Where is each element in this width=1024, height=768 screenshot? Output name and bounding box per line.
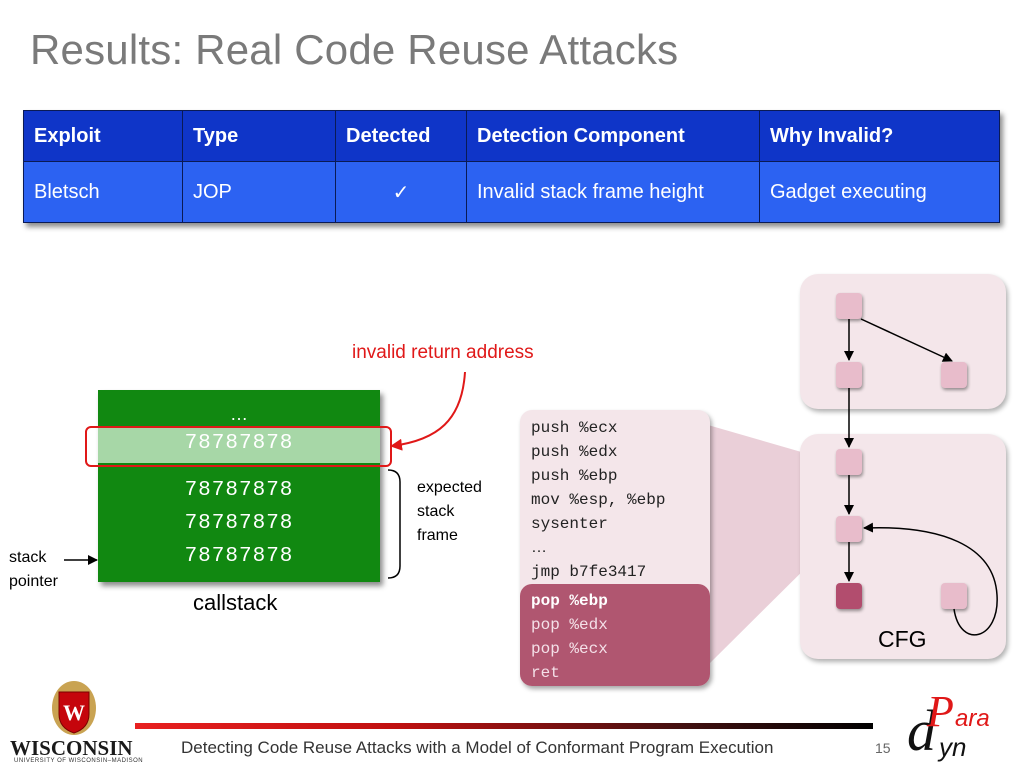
callstack-entry: 78787878 <box>184 512 294 535</box>
wisconsin-logo-text: WISCONSIN <box>10 736 133 760</box>
expected-stack-frame-label: expected stack frame <box>417 479 482 544</box>
gadget-line: pop %edx <box>531 616 608 634</box>
svg-text:W: W <box>63 700 85 725</box>
callstack-invalid-entry: 78787878 <box>184 432 294 455</box>
slide-title: Results: Real Code Reuse Attacks <box>30 26 679 73</box>
header-detected: Detected <box>335 110 467 162</box>
callstack-entry: 78787878 <box>184 479 294 502</box>
header-exploit: Exploit <box>23 110 183 162</box>
cfg-node <box>836 449 862 475</box>
cfg-node <box>836 293 862 319</box>
table-header-row: Exploit Type Detected Detection Componen… <box>23 110 1000 162</box>
wisconsin-crest-icon: W <box>52 681 96 735</box>
wisconsin-logo-subtext: UNIVERSITY OF WISCONSIN–MADISON <box>14 758 144 764</box>
callstack-label: callstack <box>193 590 278 615</box>
cfg-function-top <box>800 274 1006 409</box>
page-number: 15 <box>875 740 891 756</box>
callstack-invalid-entry-highlight <box>98 428 380 463</box>
code-line: push %edx <box>531 443 618 461</box>
expected-frame-brace <box>387 469 401 579</box>
callstack-block <box>98 390 380 582</box>
paradyn-logo-icon: d P ara yn <box>907 690 990 763</box>
invalid-return-address-label: invalid return address <box>352 342 534 363</box>
cfg-node <box>941 362 967 388</box>
code-line: mov %esp, %ebp <box>531 491 666 509</box>
cfg-label: CFG <box>878 626 927 652</box>
footer-divider <box>135 723 873 729</box>
paradyn-logo-top-text: ara <box>955 705 990 732</box>
cfg-function-bottom <box>800 434 1006 659</box>
svg-text:d: d <box>907 698 937 763</box>
table-row: Bletsch JOP ✓ Invalid stack frame height… <box>23 161 1000 223</box>
code-line: push %ecx <box>531 419 618 437</box>
code-line: jmp b7fe3417 <box>531 563 647 581</box>
cell-detected-checkmark: ✓ <box>335 161 467 223</box>
cfg-node <box>836 362 862 388</box>
code-line: … <box>531 539 547 556</box>
header-type: Type <box>182 110 336 162</box>
cell-type: JOP <box>182 161 336 223</box>
gadget-line: pop %ebp <box>531 592 608 610</box>
callstack-ellipsis: … <box>230 404 248 424</box>
footer-title: Detecting Code Reuse Attacks with a Mode… <box>181 738 774 757</box>
stack-pointer-label: stack pointer <box>9 549 58 590</box>
cell-detection-component: Invalid stack frame height <box>466 161 760 223</box>
gadget-line: pop %ecx <box>531 640 608 658</box>
code-line: push %ebp <box>531 467 618 485</box>
paradyn-logo-bottom-text: yn <box>937 732 966 762</box>
cfg-node <box>836 516 862 542</box>
results-table: Exploit Type Detected Detection Componen… <box>23 110 1000 223</box>
callstack-entry: 78787878 <box>184 545 294 568</box>
gadget-block <box>520 584 710 686</box>
invalid-address-arrow <box>390 371 466 451</box>
cfg-node-gadget <box>836 583 862 609</box>
cell-exploit: Bletsch <box>23 161 183 223</box>
header-detection-component: Detection Component <box>466 110 760 162</box>
svg-text:P: P <box>926 690 954 736</box>
gadget-line: ret <box>531 664 560 682</box>
cfg-node <box>941 583 967 609</box>
header-why-invalid: Why Invalid? <box>759 110 1000 162</box>
code-line: sysenter <box>531 515 608 533</box>
cell-why-invalid: Gadget executing <box>759 161 1000 223</box>
